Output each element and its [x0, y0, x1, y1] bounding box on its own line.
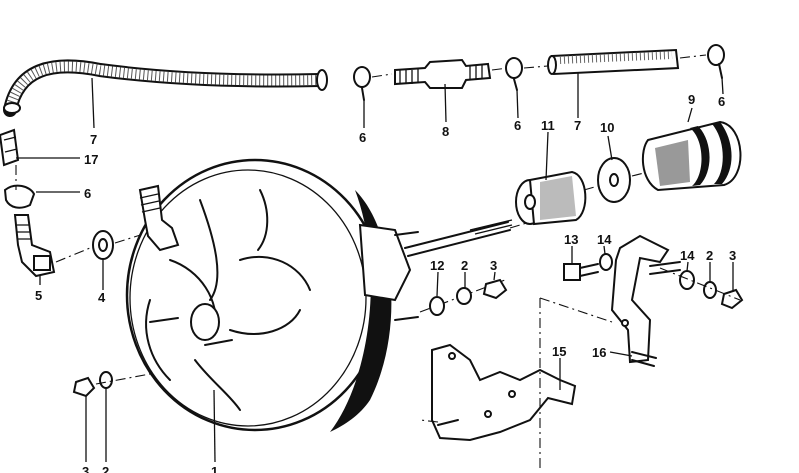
clip-6-top-2[interactable]: [505, 57, 523, 91]
label-15: 15: [552, 344, 566, 359]
boot-9[interactable]: [641, 120, 742, 192]
washer-2-bottom[interactable]: [99, 371, 113, 389]
label-17: 17: [84, 152, 98, 167]
label-6-top-1: 6: [359, 130, 366, 145]
check-valve-8[interactable]: [394, 58, 492, 89]
nut-3-right[interactable]: [720, 288, 744, 310]
washer-14-a[interactable]: [599, 253, 613, 271]
label-2-bottom: 2: [102, 464, 109, 473]
label-11: 11: [541, 118, 555, 133]
washer-10[interactable]: [597, 157, 631, 203]
label-3-right: 3: [729, 248, 736, 263]
label-13: 13: [564, 232, 578, 247]
brake-booster-1[interactable]: [125, 158, 419, 432]
clip-6-left[interactable]: [3, 184, 36, 209]
leader-lines: [16, 72, 734, 463]
washer-12[interactable]: [429, 296, 445, 316]
label-14-b: 14: [680, 248, 695, 263]
mounting-bracket[interactable]: [610, 234, 670, 364]
washer-2-mid[interactable]: [456, 287, 472, 305]
washer-2-right[interactable]: [703, 281, 717, 299]
label-7-top: 7: [574, 118, 581, 133]
push-rod[interactable]: [404, 219, 513, 257]
washer-14-b[interactable]: [679, 270, 695, 290]
label-12: 12: [430, 258, 444, 273]
bolt-13[interactable]: [563, 263, 599, 281]
hose-clamp-17[interactable]: [0, 128, 20, 167]
washer-4[interactable]: [92, 230, 114, 260]
label-4: 4: [98, 290, 106, 305]
label-6-right: 6: [718, 94, 725, 109]
label-5: 5: [35, 288, 42, 303]
filter-11[interactable]: [515, 170, 587, 226]
label-3-mid: 3: [490, 258, 497, 273]
label-6-left: 6: [84, 186, 91, 201]
elbow-fitting-5[interactable]: [13, 214, 56, 278]
label-2-right: 2: [706, 248, 713, 263]
label-1: 1: [211, 464, 218, 473]
label-6-top-2: 6: [514, 118, 521, 133]
label-16: 16: [592, 345, 606, 360]
stud-bolt[interactable]: [649, 261, 681, 275]
label-7-left: 7: [90, 132, 97, 147]
label-9: 9: [688, 92, 695, 107]
vacuum-hose-left[interactable]: [3, 59, 328, 117]
nut-3-bottom[interactable]: [72, 376, 96, 398]
booster-check-valve[interactable]: [138, 184, 180, 252]
bolt-16[interactable]: [631, 351, 657, 367]
label-10: 10: [600, 120, 614, 135]
label-14-a: 14: [597, 232, 612, 247]
label-2-mid: 2: [461, 258, 468, 273]
clip-6-top-1[interactable]: [353, 66, 371, 101]
clip-6-right[interactable]: [707, 44, 725, 79]
label-8: 8: [442, 124, 449, 139]
pedal-bracket-15[interactable]: [431, 343, 577, 442]
vacuum-hose-7[interactable]: [547, 48, 680, 76]
nut-3-mid[interactable]: [482, 278, 508, 300]
label-3-bottom: 3: [82, 464, 89, 473]
